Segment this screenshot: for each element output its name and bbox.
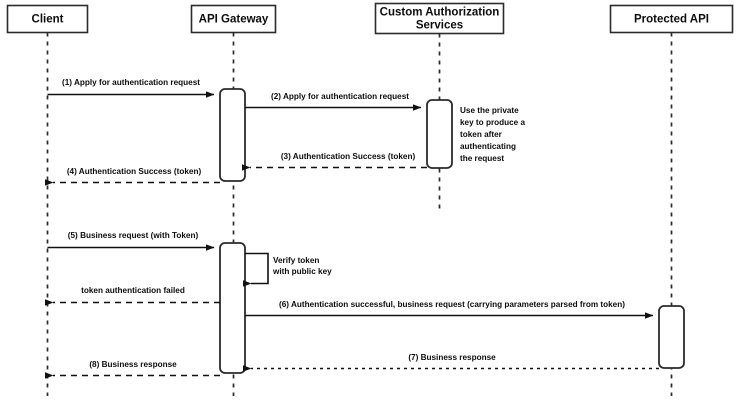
participant-custom-auth-label-line2: Services — [416, 20, 463, 32]
participant-client[interactable]: Client — [6, 4, 89, 397]
participant-protected-api-box — [609, 4, 734, 34]
message-7[interactable]: (7) Business response — [243, 353, 659, 372]
message-8-label: (8) Business response — [89, 360, 177, 369]
message-token-authentication-failed[interactable]: token authentication failed — [45, 286, 220, 306]
message-2-label: (2) Apply for authentication request — [271, 92, 409, 101]
note-private-key-line-1: Use the private — [460, 106, 519, 115]
message-6[interactable]: (6) Authentication successful, business … — [245, 300, 654, 319]
participant-api-gateway-label: API Gateway — [199, 14, 269, 26]
message-1[interactable]: (1) Apply for authentication request — [47, 78, 215, 98]
message-self-verify-token-label-line2: with public key — [272, 267, 332, 276]
note-private-key-line-2: key to produce a — [460, 118, 526, 127]
note-private-key: Use the private key to produce a token a… — [460, 106, 526, 163]
note-private-key-line-4: authenticating — [460, 142, 516, 151]
message-6-label: (6) Authentication successful, business … — [279, 300, 625, 309]
message-self-verify-token-label-line1: Verify token — [273, 256, 319, 265]
participant-protected-api-label: Protected API — [634, 14, 709, 26]
note-private-key-line-5: the request — [460, 154, 504, 163]
participant-api-gateway-box — [190, 4, 277, 34]
activation-api-gateway-auth — [219, 88, 246, 182]
message-7-label: (7) Business response — [408, 353, 496, 362]
participant-custom-authorization-services[interactable]: Custom Authorization Services — [374, 2, 505, 211]
activation-protected-api — [658, 305, 685, 369]
message-2[interactable]: (2) Apply for authentication request — [245, 92, 422, 111]
message-self-verify-token[interactable]: Verify token with public key — [243, 252, 332, 287]
message-self-verify-token-arrow — [243, 252, 269, 287]
message-1-label: (1) Apply for authentication request — [62, 78, 200, 87]
message-8[interactable]: (8) Business response — [45, 360, 220, 379]
participant-custom-auth-label-line1: Custom Authorization — [380, 7, 500, 19]
message-3-label: (3) Authentication Success (token) — [281, 152, 416, 161]
message-5-label: (5) Business request (with Token) — [68, 231, 199, 240]
activation-custom-auth — [426, 99, 453, 169]
message-4-label: (4) Authentication Success (token) — [67, 167, 202, 176]
message-token-authentication-failed-label: token authentication failed — [81, 286, 185, 295]
message-3[interactable]: (3) Authentication Success (token) — [242, 152, 427, 171]
message-5[interactable]: (5) Business request (with Token) — [47, 231, 215, 251]
activation-api-gateway-business — [219, 242, 246, 374]
participant-client-label: Client — [32, 14, 64, 26]
message-4[interactable]: (4) Authentication Success (token) — [45, 167, 220, 186]
participant-protected-api[interactable]: Protected API — [609, 4, 734, 397]
participant-custom-auth-box — [374, 2, 505, 35]
note-private-key-line-3: token after — [460, 130, 503, 139]
participant-api-gateway[interactable]: API Gateway — [190, 4, 277, 397]
